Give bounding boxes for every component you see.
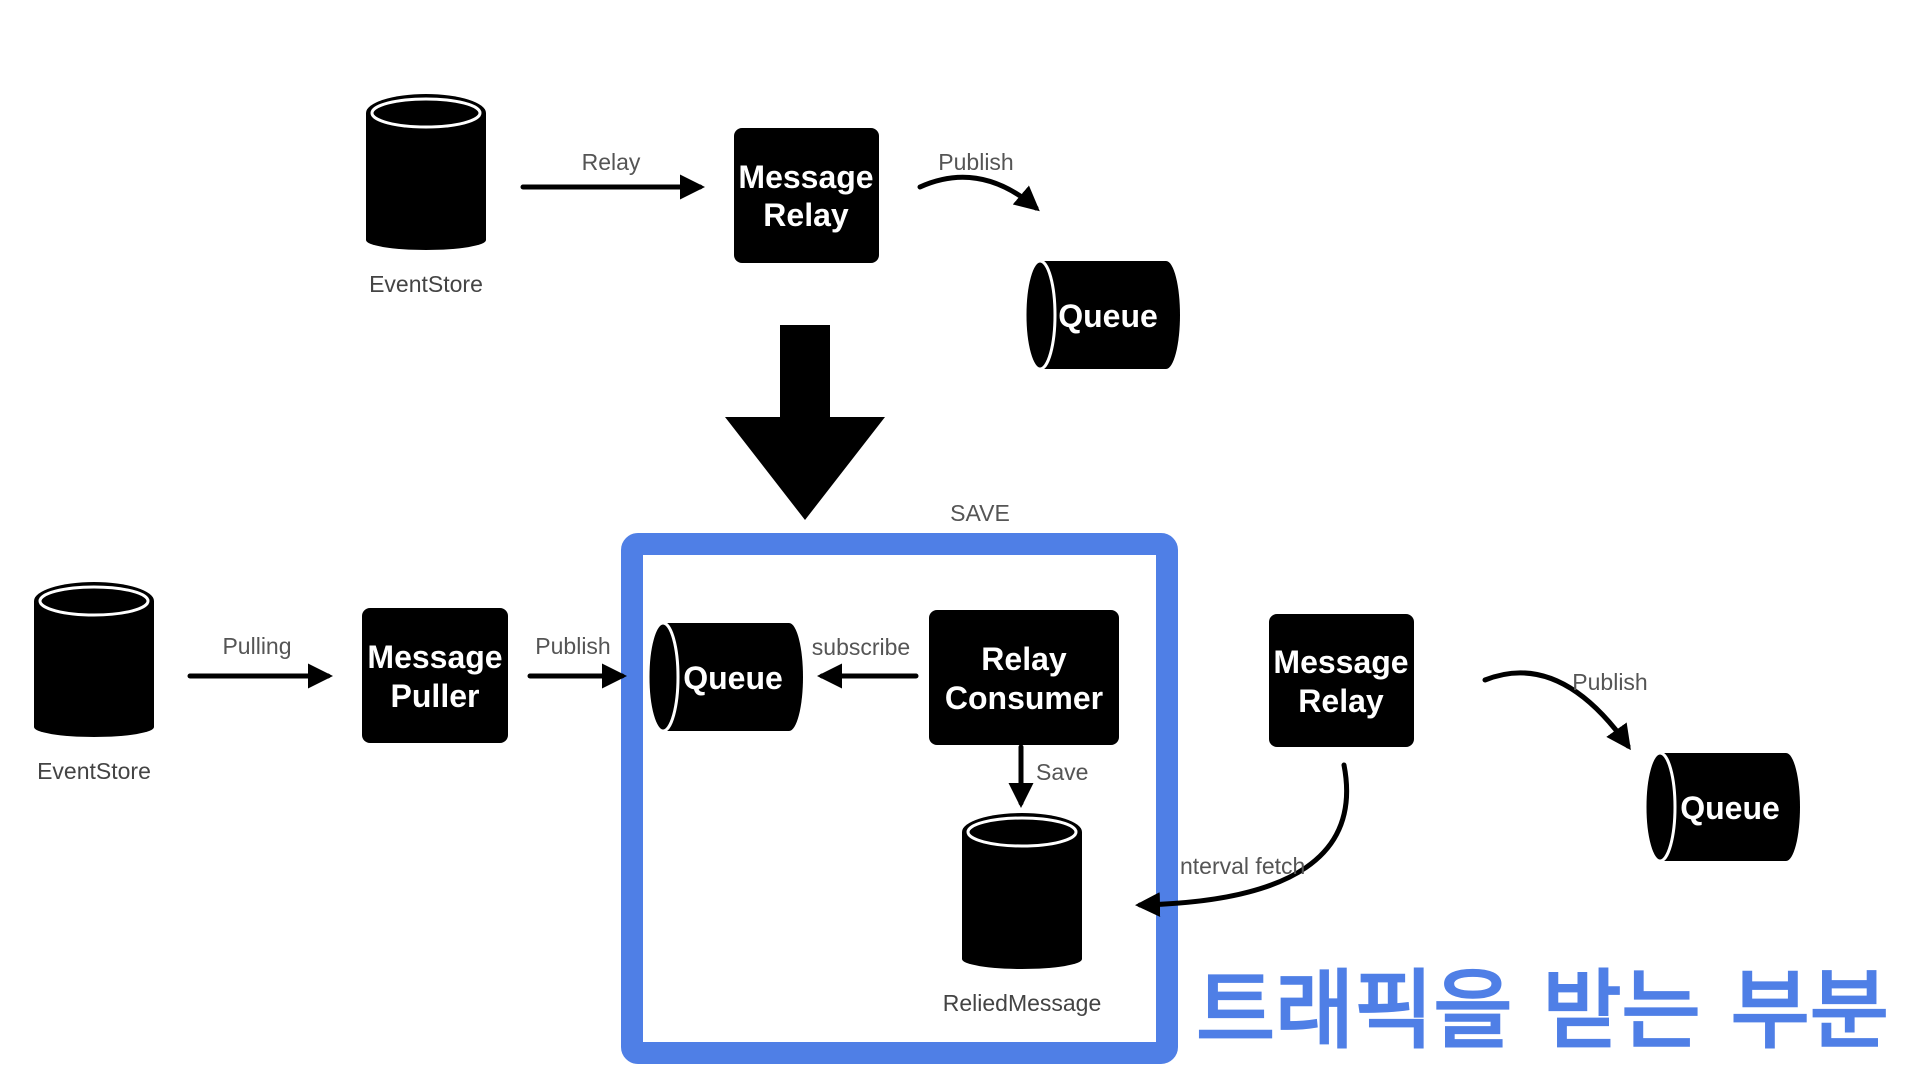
pulling-label: Pulling <box>222 633 291 659</box>
publish-right-label: Publish <box>1572 669 1647 695</box>
publish-right-arrow <box>1482 670 1631 751</box>
queue-top-node <box>1023 259 1180 371</box>
eventstore-bottom-label: EventStore <box>37 758 151 784</box>
interval-fetch-arrow <box>1135 762 1350 918</box>
relay-consumer-line2: Consumer <box>945 680 1103 716</box>
message-puller-node <box>362 608 508 743</box>
message-puller-line1: Message <box>367 639 502 675</box>
message-relay-top-line1: Message <box>738 159 873 195</box>
relied-message-label: ReliedMessage <box>943 990 1102 1016</box>
eventstore-top-label: EventStore <box>369 271 483 297</box>
message-relay-bottom-line2: Relay <box>1298 683 1384 719</box>
publish-top-arrow <box>917 174 1040 212</box>
queue-right-label: Queue <box>1680 790 1780 826</box>
message-relay-top-line2: Relay <box>763 197 849 233</box>
publish-top-label: Publish <box>938 149 1013 175</box>
interval-fetch-label: nterval fetch <box>1180 853 1305 879</box>
relay-consumer-node <box>929 610 1119 745</box>
queue-inner-label: Queue <box>683 660 783 696</box>
eventstore-top-cylinder <box>366 94 486 250</box>
publish-bottom-label: Publish <box>535 633 610 659</box>
queue-top-label: Queue <box>1058 298 1158 334</box>
queue-right-node <box>1643 751 1800 863</box>
relied-message-cylinder <box>962 813 1082 969</box>
queue-inner-node <box>646 621 803 733</box>
message-relay-bottom-line1: Message <box>1273 644 1408 680</box>
eventstore-bottom-cylinder <box>34 582 154 737</box>
message-relay-bottom-node <box>1269 614 1414 747</box>
traffic-caption: 트래픽을 받는 부분 <box>1196 961 1889 1061</box>
message-relay-top-node <box>734 128 879 263</box>
save-label: Save <box>1036 759 1088 785</box>
relay-arrow-label: Relay <box>582 149 641 175</box>
traffic-highlight-box <box>621 533 1178 1064</box>
transition-down-arrow <box>725 325 885 520</box>
save-upper-label: SAVE <box>950 500 1010 526</box>
message-puller-line2: Puller <box>391 678 480 714</box>
subscribe-label: subscribe <box>812 634 910 660</box>
relay-consumer-line1: Relay <box>981 641 1067 677</box>
